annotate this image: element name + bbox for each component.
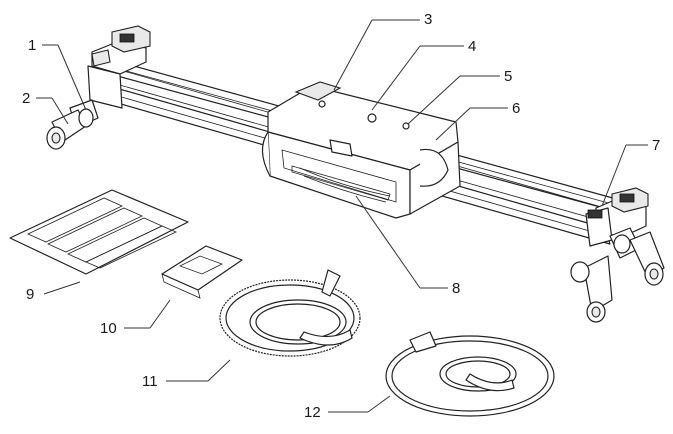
carriage (261, 81, 461, 219)
toothed-belt-coil (219, 269, 361, 357)
left-leg (46, 99, 99, 150)
right-legs (570, 227, 665, 323)
callout-6: 6 (512, 100, 520, 117)
callout-11: 11 (142, 373, 158, 390)
callout-2: 2 (22, 90, 30, 107)
callout-1: 1 (28, 37, 36, 54)
callout-12: 12 (304, 404, 321, 421)
cheese-plate (161, 245, 243, 299)
right-end-cap (585, 187, 649, 247)
callout-9: 9 (26, 286, 34, 303)
left-end-cap (87, 25, 151, 109)
callout-3: 3 (424, 11, 432, 28)
leader-lines (36, 19, 648, 413)
adhesive-pad-sheet (9, 189, 189, 275)
callout-10: 10 (100, 320, 117, 337)
callout-5: 5 (504, 68, 512, 85)
callout-7: 7 (652, 137, 660, 154)
callout-8: 8 (452, 280, 460, 297)
plain-belt-coil (385, 331, 555, 417)
callout-4: 4 (468, 38, 476, 55)
